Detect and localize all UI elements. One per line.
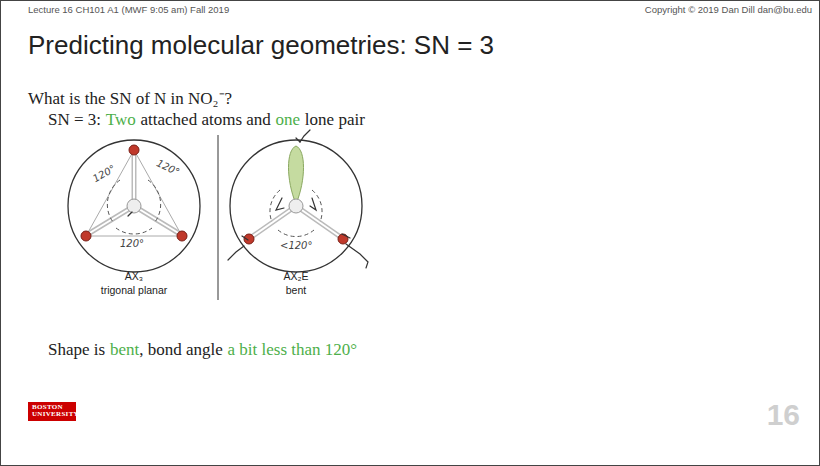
angle-note: 120°: [120, 238, 144, 249]
angle-note: <120°: [280, 240, 312, 251]
sn-line: SN = 3:Twoattached atoms andonelone pair: [48, 110, 365, 130]
highlight-word: one: [276, 110, 301, 130]
highlight-word: bent: [110, 340, 139, 360]
conclusion-line: Shape isbent, bond anglea bit less than …: [48, 340, 357, 360]
highlight-word: Two: [106, 110, 136, 130]
slide-title: Predicting molecular geometries: SN = 3: [28, 30, 494, 61]
highlight-word: a bit less than 120°: [228, 340, 358, 360]
logo-text: BOSTON UNIVERSITY: [32, 404, 72, 419]
shape-name: trigonal planar: [101, 284, 168, 296]
question-text: What is the SN of N in NO₂⁻?: [28, 86, 232, 109]
body-word: SN = 3:: [48, 110, 101, 130]
body-word: , bond angle: [139, 340, 223, 360]
body-word: Shape is: [48, 340, 105, 360]
shape-name: bent: [286, 284, 306, 296]
copyright-text: Copyright © 2019 Dan Dill dan@bu.edu: [645, 4, 812, 15]
shape-code: AX₂E: [283, 270, 308, 282]
body-word: attached atoms and: [141, 110, 271, 130]
trigonal-planar-figure: [63, 133, 206, 301]
header-text: Lecture 16 CH101 A1 (MWF 9:05 am) Fall 2…: [28, 4, 229, 15]
bent-figure: [128, 130, 368, 301]
body-word: lone pair: [305, 110, 365, 130]
divider: [218, 135, 219, 300]
shape-code: AX₃: [125, 270, 143, 282]
university-logo: BOSTON UNIVERSITY: [28, 402, 76, 421]
page-number: 16: [767, 398, 800, 432]
